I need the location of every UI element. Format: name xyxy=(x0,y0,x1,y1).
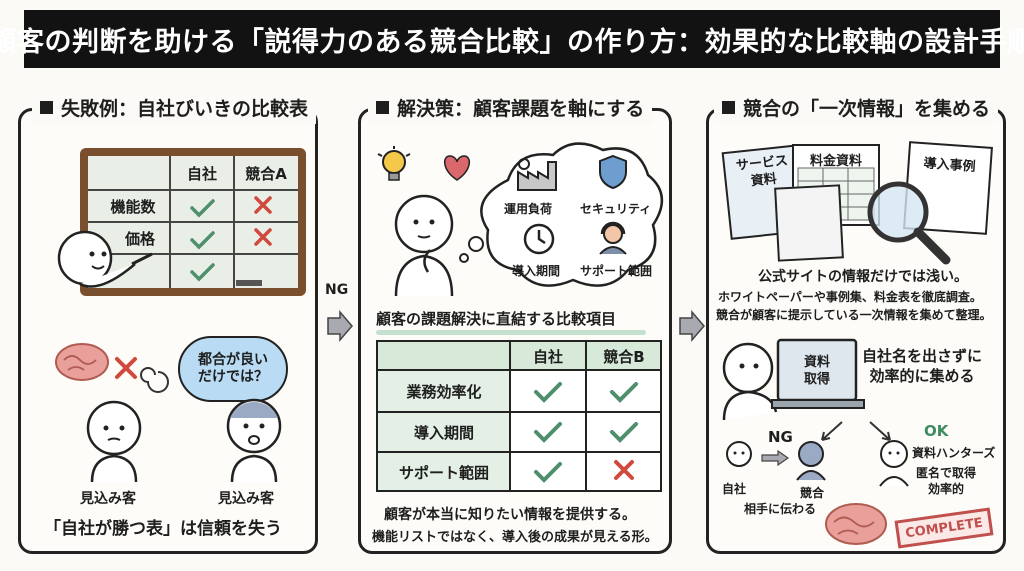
branch-arrows xyxy=(821,421,891,441)
ng-label: NG xyxy=(325,282,349,298)
hunter-person xyxy=(879,440,909,487)
own-company-person xyxy=(726,441,752,467)
table-row-label: 業務効率化 xyxy=(406,382,482,401)
panel2-caption-2: 機能リストではなく、導入後の成果が見える形。 xyxy=(372,530,658,545)
thought-item: セキュリティ xyxy=(580,202,652,216)
arrow-right-icon xyxy=(679,309,705,343)
brain-icon xyxy=(55,343,109,381)
heart-icon xyxy=(443,155,471,181)
thought-item: サポート範囲 xyxy=(580,264,653,278)
thinking-person xyxy=(394,194,454,297)
confusion-swirl-icon xyxy=(140,367,169,393)
table-row-label: サポート範囲 xyxy=(398,463,489,482)
hunter-desc: 匿名で取得 効率的 xyxy=(916,466,977,496)
panel3-text-1: 公式サイトの情報だけでは浅い。 xyxy=(758,269,968,285)
table-header-competitor: 競合B xyxy=(603,347,645,366)
presenter-figure xyxy=(57,230,153,288)
support-headset-icon xyxy=(599,221,627,255)
panel1-caption: 「自社が勝つ表」は信頼を失う xyxy=(44,519,282,539)
lightbulb-icon xyxy=(377,146,411,181)
prospect-figure-right xyxy=(226,398,282,483)
table-label-col-bg xyxy=(378,370,510,490)
brain-icon xyxy=(825,503,887,545)
own-company-label: 自社 xyxy=(722,482,747,496)
table-header-own: 自社 xyxy=(532,347,563,366)
panel3-heading: 競合の「一次情報」を集める xyxy=(714,90,999,124)
board-row-label: 価格 xyxy=(124,229,155,248)
cross-icon xyxy=(115,357,137,379)
hunter-label: 資料ハンターズ xyxy=(912,446,996,460)
leak-arrow-icon xyxy=(761,449,790,467)
ng-option-label: NG xyxy=(768,428,793,446)
table-row-label: 導入期間 xyxy=(413,423,474,442)
panel3-text-2: ホワイトペーパーや事例集、料金表を徹底調査。 xyxy=(718,290,982,304)
leak-label: 相手に伝わる xyxy=(744,502,817,516)
panel1-heading: 失敗例：自社びいきの比較表 xyxy=(32,90,317,124)
board-header-competitor: 競合A xyxy=(245,164,287,183)
doubt-bubble: 都合が良い だけでは？ xyxy=(178,336,288,402)
prospect-figure-left xyxy=(86,400,142,483)
board-grid xyxy=(88,156,298,288)
panel3-text-3: 競合が顧客に提示している一次情報を集めて整理。 xyxy=(716,308,992,322)
panel2-caption-1: 顧客が本当に知りたい情報を提供する。 xyxy=(384,507,636,523)
prospect-label-right: 見込み客 xyxy=(218,491,274,507)
table-grid xyxy=(376,340,662,492)
clock-icon xyxy=(523,223,555,255)
laptop-screen-text: 資料 取得 xyxy=(803,355,830,387)
competitor-person xyxy=(796,441,826,481)
thought-item: 運用負荷 xyxy=(504,202,553,216)
doc-front xyxy=(774,184,844,262)
panel2-heading: 解決策：顧客課題を軸にする xyxy=(368,90,653,124)
table-title: 顧客の課題解決に直結する比較項目 xyxy=(376,310,617,328)
thought-item: 導入期間 xyxy=(512,264,561,278)
arrow-right-icon xyxy=(327,309,353,343)
shield-icon xyxy=(599,154,627,190)
page-title: 顧客の判断を助ける「説得力のある競合比較」の作り方：効果的な比較軸の設計手順 xyxy=(0,10,1024,68)
table-title-underline xyxy=(376,330,646,335)
ok-option-label: OK xyxy=(924,422,949,440)
board-row-label: 機能数 xyxy=(110,197,156,216)
laptop-user-figure xyxy=(722,338,865,421)
board-header-own: 自社 xyxy=(186,164,217,183)
collect-text: 自社名を出さずに 効率的に集める xyxy=(862,347,983,386)
table-marks xyxy=(534,382,638,483)
table-header-bg xyxy=(378,342,660,370)
factory-icon xyxy=(517,158,557,191)
competitor-label: 競合 xyxy=(800,486,825,500)
prospect-label-left: 見込み客 xyxy=(80,491,136,507)
board-marks xyxy=(190,196,272,286)
magnifier-icon xyxy=(867,181,951,265)
